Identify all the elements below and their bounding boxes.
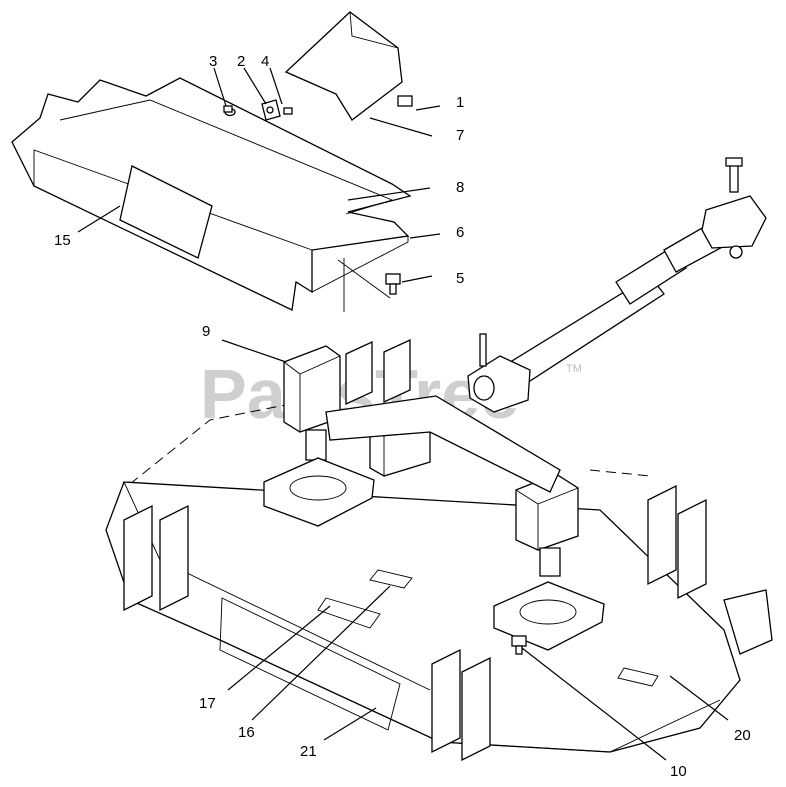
callout-6: 6 (456, 224, 464, 241)
callout-21: 21 (300, 743, 317, 760)
leader-lines (77, 67, 729, 761)
callout-7: 7 (456, 127, 464, 144)
callout-3: 3 (209, 53, 217, 70)
cover-7 (284, 11, 413, 121)
gearbox-right (515, 473, 579, 577)
watermark-tm: TM (566, 363, 582, 375)
callout-1: 1 (456, 94, 464, 111)
callout-9: 9 (202, 323, 210, 340)
bracket-right-mount (493, 581, 605, 651)
hardware-2-3-4 (223, 99, 293, 121)
callout-17: 17 (199, 695, 216, 712)
callout-15: 15 (54, 232, 71, 249)
callout-2: 2 (237, 53, 245, 70)
callout-10: 10 (670, 763, 687, 780)
bolt-10 (511, 635, 527, 655)
bracket-left-mount (263, 457, 375, 527)
callout-4: 4 (261, 53, 269, 70)
mower-deck (105, 401, 741, 753)
bolt-5 (337, 258, 401, 312)
callout-16: 16 (238, 724, 255, 741)
callout-20: 20 (734, 727, 751, 744)
top-shield (11, 77, 412, 311)
callout-labels: 1 2 3 4 5 6 7 8 9 10 15 16 17 20 21 (54, 53, 751, 780)
callout-5: 5 (456, 270, 464, 287)
main-tube (325, 395, 561, 493)
drive-shaft (467, 157, 767, 413)
callout-8: 8 (456, 179, 464, 196)
hanger-plates (123, 338, 773, 762)
gearbox-left (283, 345, 341, 461)
